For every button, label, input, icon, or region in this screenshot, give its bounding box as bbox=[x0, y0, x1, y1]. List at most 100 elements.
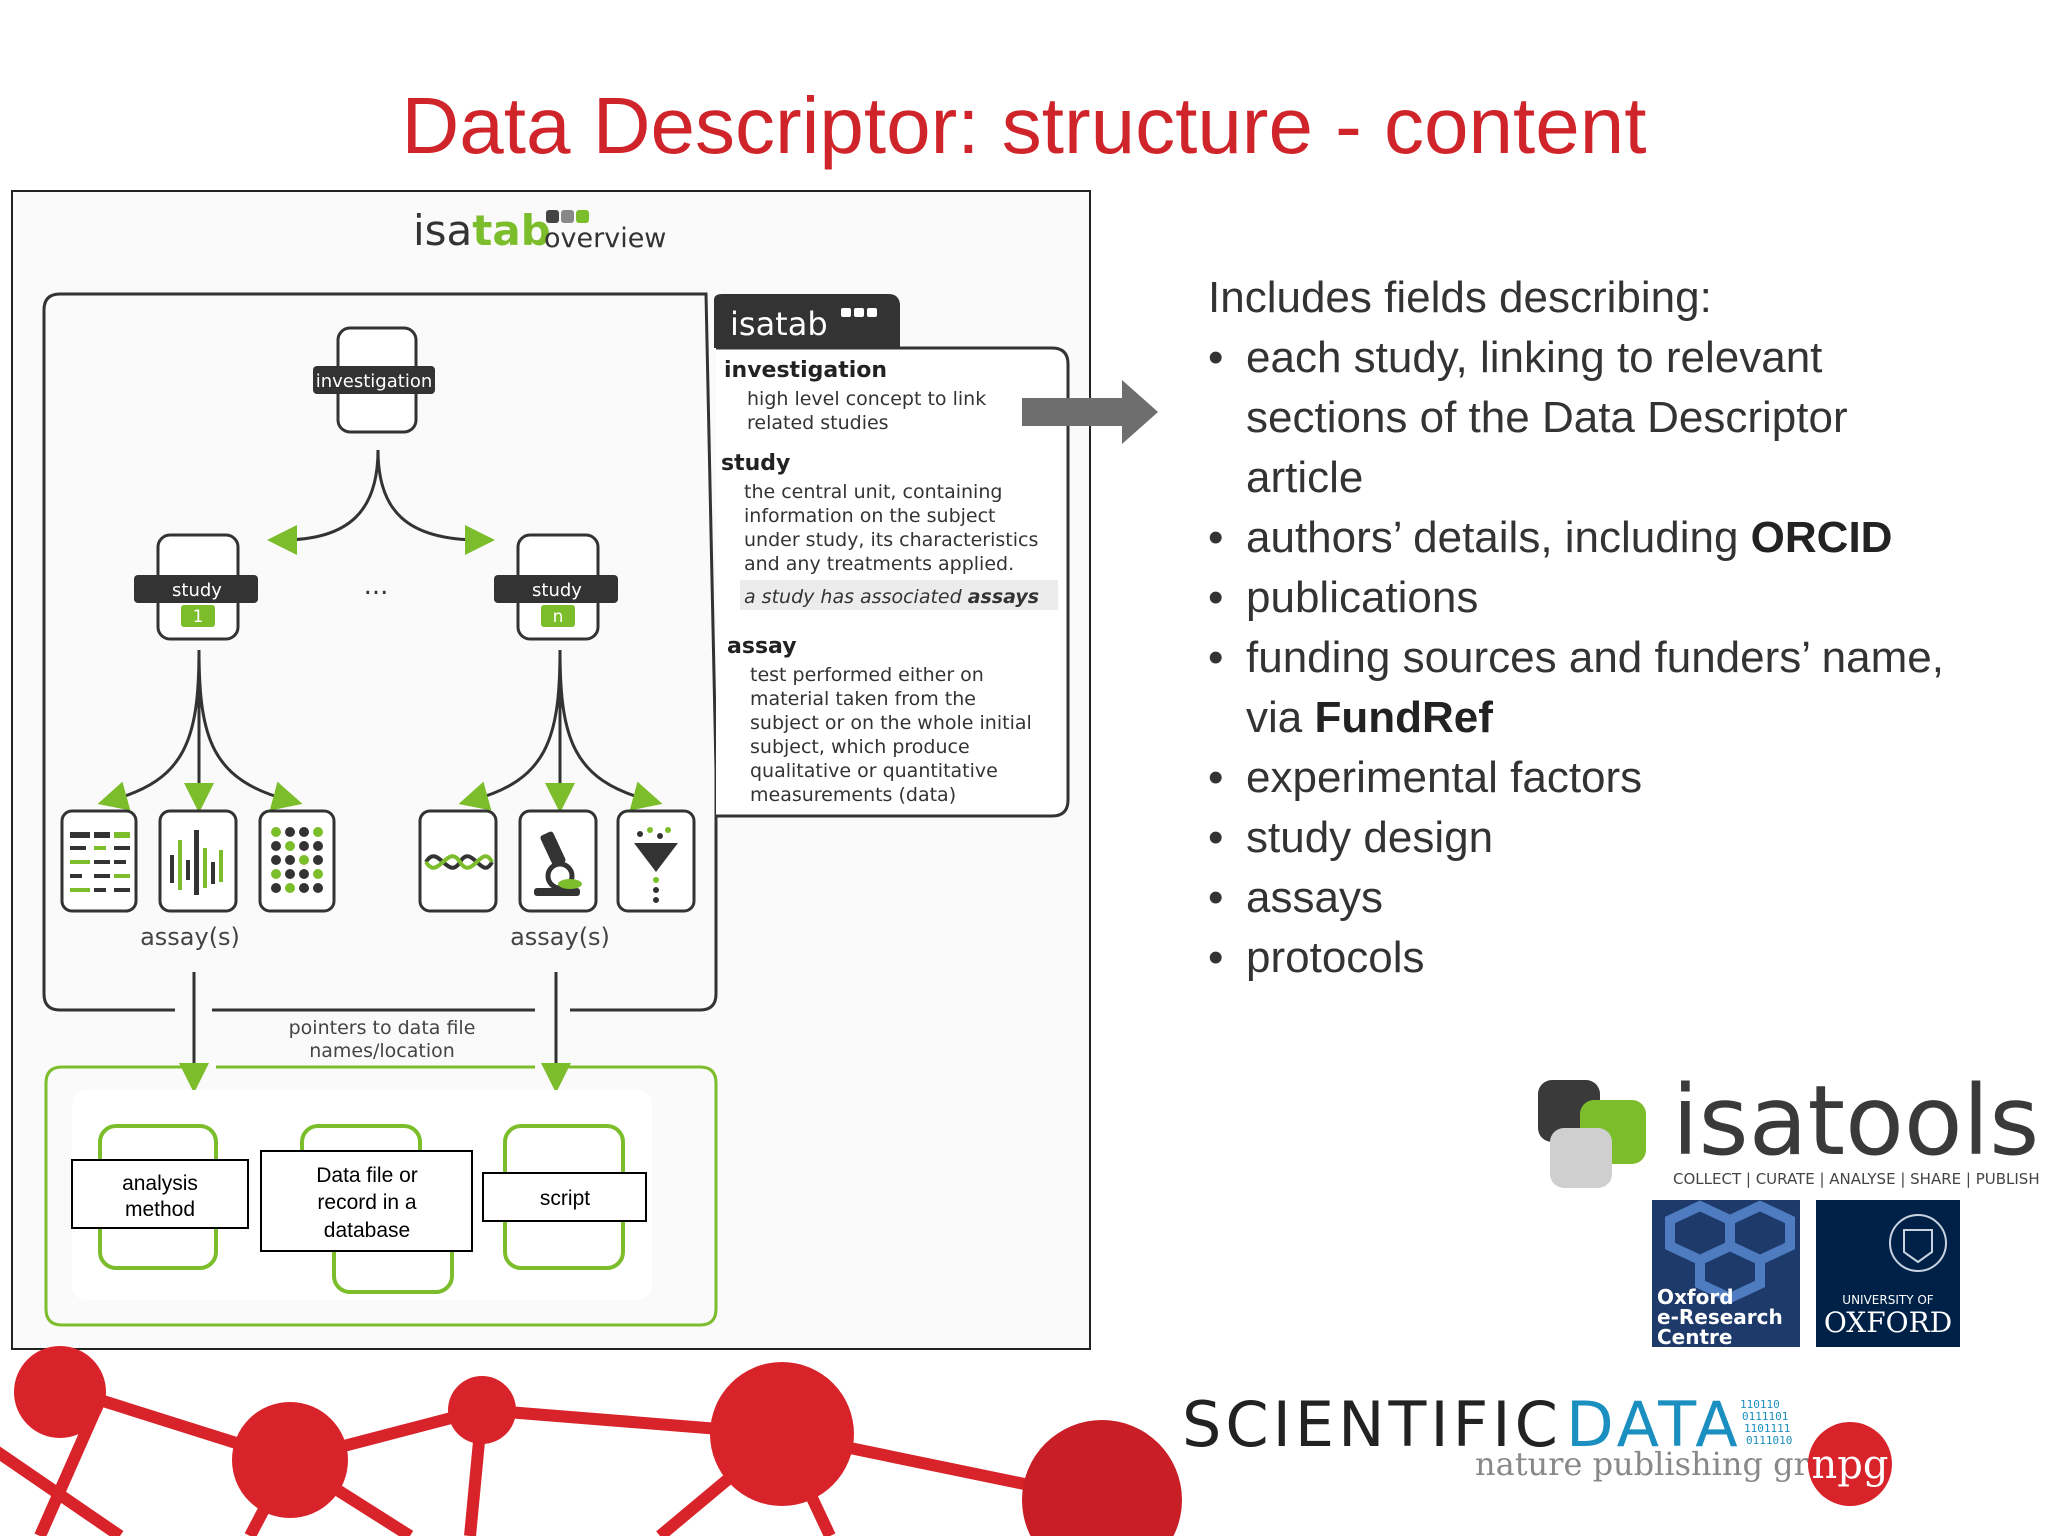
field-bullet: study design bbox=[1208, 808, 2028, 868]
field-bullet: protocols bbox=[1208, 928, 2028, 988]
logo-overview: overview bbox=[544, 223, 666, 254]
field-bullet: authors’ details, including ORCID bbox=[1208, 508, 2028, 568]
assay-dot bbox=[271, 841, 281, 851]
assay-dot bbox=[313, 883, 323, 893]
field-bullet-text: assays bbox=[1246, 873, 1383, 922]
field-bullet-text: publications bbox=[1246, 573, 1479, 622]
panel-investigation-desc-2: related studies bbox=[747, 412, 889, 434]
assay-dot bbox=[285, 855, 295, 865]
panel-investigation-title: investigation bbox=[724, 358, 887, 383]
script-box: script bbox=[482, 1172, 647, 1222]
assay-dots-icon bbox=[258, 809, 336, 913]
panel-assay-desc-3: subject or on the whole initial bbox=[750, 712, 1032, 734]
panel-assay-desc-6: measurements (data) bbox=[750, 784, 956, 806]
assay-dot bbox=[299, 869, 309, 879]
panel-assay-desc-1: test performed either on bbox=[750, 664, 984, 686]
panel-assay-desc-5: qualitative or quantitative bbox=[750, 760, 998, 782]
assays-left-label: assay(s) bbox=[140, 923, 240, 951]
panel-assay-title: assay bbox=[727, 634, 797, 659]
field-bullet-text: each study, linking to relevant bbox=[1246, 333, 1823, 382]
field-bullet-bold: FundRef bbox=[1314, 693, 1493, 742]
isatab-definition-panel: isatab investigation high level concept … bbox=[714, 294, 1070, 818]
pointers-line-2: names/location bbox=[309, 1040, 455, 1062]
assay-dot bbox=[313, 827, 323, 837]
data-file-box: Data file or record in a database bbox=[260, 1150, 473, 1252]
study-node-1: study 1 bbox=[134, 533, 258, 641]
assay-dot bbox=[299, 827, 309, 837]
svg-text:isatab: isatab bbox=[413, 206, 551, 255]
panel-study-desc-4: and any treatments applied. bbox=[744, 553, 1014, 575]
panel-study-desc-2: information on the subject bbox=[744, 505, 996, 527]
field-bullet: publications bbox=[1208, 568, 2028, 628]
field-bullet-text: sections of the Data Descriptor bbox=[1246, 393, 1848, 442]
assay-dot bbox=[271, 827, 281, 837]
field-bullet: each study, linking to relevant sections … bbox=[1208, 328, 2028, 508]
field-bullet-text: study design bbox=[1246, 813, 1494, 862]
fields-bullets: each study, linking to relevant sections … bbox=[1208, 328, 2028, 988]
script-label: script bbox=[540, 1187, 590, 1210]
panel-assay-desc-2: material taken from the bbox=[750, 688, 976, 710]
field-bullet-bold: ORCID bbox=[1750, 513, 1893, 562]
assay-dot bbox=[299, 841, 309, 851]
panel-study-desc-1: the central unit, containing bbox=[744, 481, 1002, 503]
logo-isa: isa bbox=[413, 206, 472, 255]
panel-investigation-desc-1: high level concept to link bbox=[747, 388, 986, 410]
assay-dot bbox=[299, 855, 309, 865]
grey-arrow-icon bbox=[1022, 380, 1158, 444]
assay-dot bbox=[271, 855, 281, 865]
panel-assay-desc-4: subject, which produce bbox=[750, 736, 970, 758]
study-1-number: 1 bbox=[193, 607, 204, 627]
assay-dot bbox=[285, 827, 295, 837]
field-bullet-text: authors’ details, including bbox=[1246, 513, 1751, 562]
assay-dot bbox=[285, 869, 295, 879]
assay-dot bbox=[299, 883, 309, 893]
assay-dot bbox=[285, 841, 295, 851]
slide-title: Data Descriptor: structure - content bbox=[401, 81, 1647, 170]
data-file-line-3: database bbox=[324, 1219, 410, 1242]
study-node-n: study n bbox=[494, 533, 618, 641]
data-file-line-1: Data file or bbox=[316, 1164, 418, 1187]
assay-dot bbox=[313, 841, 323, 851]
study-ellipsis: ... bbox=[364, 571, 389, 601]
analysis-method-line-1: analysis bbox=[122, 1172, 198, 1195]
fields-heading: Includes fields describing: bbox=[1208, 273, 1712, 322]
assay-spectrum-icon bbox=[158, 809, 238, 913]
study-1-label: study bbox=[172, 580, 222, 601]
investigation-node: investigation bbox=[313, 326, 435, 434]
panel-study-note: a study has associated assays bbox=[744, 586, 1039, 608]
field-bullet-text: protocols bbox=[1246, 933, 1425, 982]
analysis-method-line-2: method bbox=[125, 1198, 195, 1221]
panel-tab-label: isatab bbox=[730, 305, 828, 343]
field-bullet-text: experimental factors bbox=[1246, 753, 1643, 802]
fields-list: Includes fields describing: each study, … bbox=[1208, 268, 2028, 988]
study-n-label: study bbox=[532, 580, 582, 601]
assay-dna-icon bbox=[418, 809, 498, 913]
isatab-overview-logo: isatab overview bbox=[413, 206, 666, 255]
data-file-line-2: record in a bbox=[317, 1191, 417, 1214]
field-bullet: experimental factors bbox=[1208, 748, 2028, 808]
field-bullet: funding sources and funders’ name, via Fu… bbox=[1208, 628, 2028, 748]
assay-table-icon bbox=[60, 809, 138, 913]
study-n-number: n bbox=[553, 607, 564, 627]
assay-dot bbox=[313, 869, 323, 879]
data-files-container bbox=[44, 1065, 718, 1327]
assay-dot bbox=[313, 855, 323, 865]
assay-dot bbox=[271, 869, 281, 879]
field-bullet-text: via bbox=[1246, 693, 1315, 742]
isatab-container bbox=[42, 292, 718, 1012]
panel-study-title: study bbox=[721, 451, 790, 476]
panel-study-desc-3: under study, its characteristics bbox=[744, 529, 1038, 551]
field-bullet: assays bbox=[1208, 868, 2028, 928]
field-bullet-text: article bbox=[1246, 453, 1364, 502]
logo-tab: tab bbox=[472, 206, 550, 255]
field-bullet-text: funding sources and funders’ name, bbox=[1246, 633, 1944, 682]
assay-dot bbox=[285, 883, 295, 893]
pointers-line-1: pointers to data file bbox=[289, 1017, 476, 1039]
investigation-label: investigation bbox=[316, 371, 433, 392]
assay-microscope-icon bbox=[518, 809, 598, 913]
assays-right-label: assay(s) bbox=[510, 923, 610, 951]
assay-funnel-icon bbox=[616, 809, 696, 913]
analysis-method-box: analysis method bbox=[71, 1159, 249, 1229]
assay-dot bbox=[271, 883, 281, 893]
